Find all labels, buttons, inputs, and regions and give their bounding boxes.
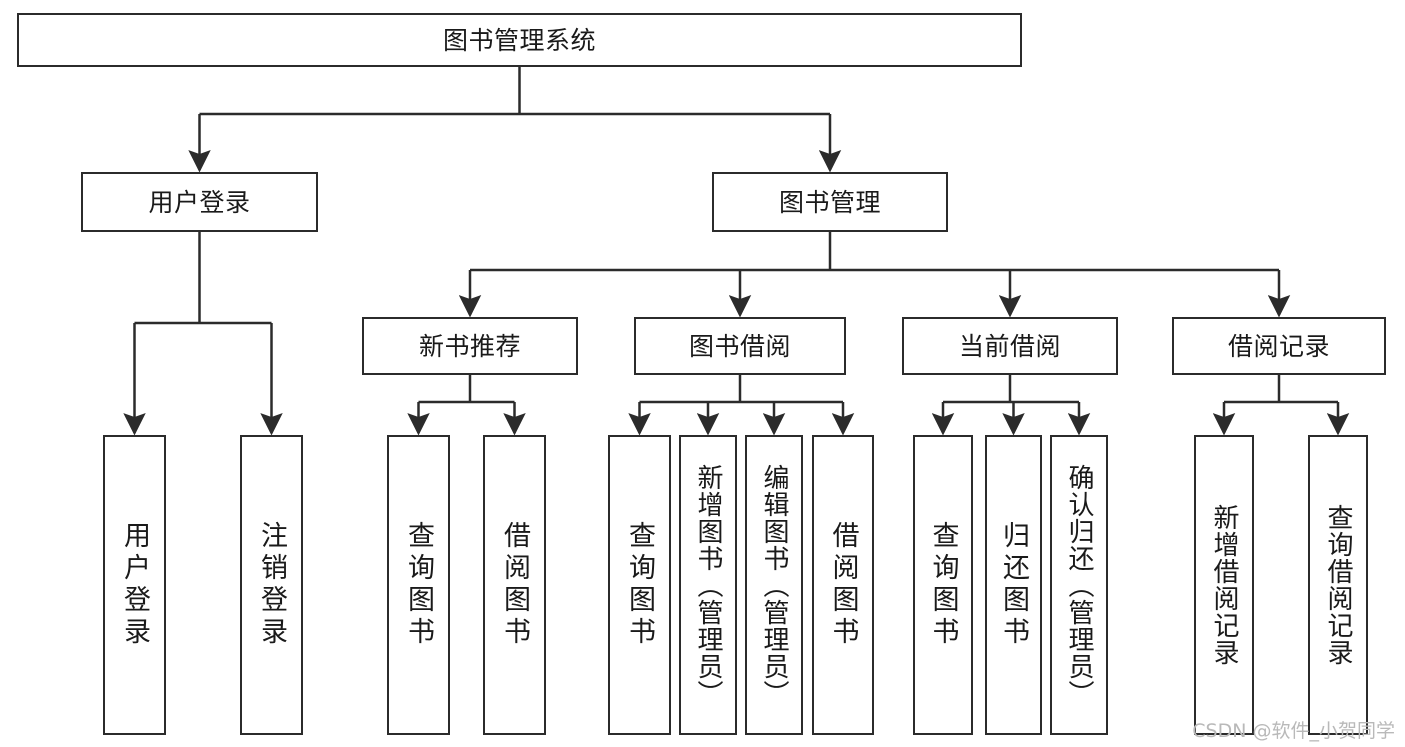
node-label: 新增借阅记录 <box>1209 504 1239 666</box>
node-leaf-query-3[interactable]: 查询图书 <box>913 435 973 735</box>
node-book-borrow[interactable]: 图书借阅 <box>634 317 846 375</box>
edges-group <box>123 67 1350 436</box>
node-label: 当前借阅 <box>958 331 1061 361</box>
node-borrow-record[interactable]: 借阅记录 <box>1172 317 1386 375</box>
node-new-book-rec[interactable]: 新书推荐 <box>362 317 578 375</box>
node-label: 借阅图书 <box>827 521 859 649</box>
node-book-manage[interactable]: 图书管理 <box>712 172 948 232</box>
node-label: 图书管理系统 <box>442 25 596 55</box>
node-label: 新增图书（管理员） <box>693 463 723 707</box>
node-leaf-add-book[interactable]: 新增图书（管理员） <box>679 435 737 735</box>
node-label: 借阅图书 <box>499 521 530 649</box>
node-leaf-user-login[interactable]: 用户登录 <box>103 435 166 735</box>
node-leaf-query-2[interactable]: 查询图书 <box>608 435 671 735</box>
node-label: 图书借阅 <box>688 331 791 361</box>
node-leaf-edit-book[interactable]: 编辑图书（管理员） <box>745 435 803 735</box>
node-leaf-borrow-1[interactable]: 借阅图书 <box>483 435 546 735</box>
node-user-login[interactable]: 用户登录 <box>81 172 318 232</box>
node-leaf-add-rec[interactable]: 新增借阅记录 <box>1194 435 1254 735</box>
node-label: 查询图书 <box>624 521 655 649</box>
node-label: 用户登录 <box>119 521 150 649</box>
node-leaf-borrow-2[interactable]: 借阅图书 <box>812 435 874 735</box>
node-label: 归还图书 <box>998 521 1029 649</box>
node-label: 查询借阅记录 <box>1323 504 1353 666</box>
node-label: 用户登录 <box>148 187 251 217</box>
node-leaf-confirm[interactable]: 确认归还（管理员） <box>1050 435 1108 735</box>
node-label: 确认归还（管理员） <box>1064 463 1094 707</box>
node-label: 查询图书 <box>403 521 434 649</box>
node-label: 注销登录 <box>256 521 287 649</box>
node-label: 编辑图书（管理员） <box>759 463 789 707</box>
node-leaf-query-1[interactable]: 查询图书 <box>387 435 450 735</box>
node-leaf-logout[interactable]: 注销登录 <box>240 435 303 735</box>
node-label: 新书推荐 <box>418 331 521 361</box>
node-label: 图书管理 <box>778 187 881 217</box>
node-leaf-return[interactable]: 归还图书 <box>985 435 1042 735</box>
node-leaf-query-rec[interactable]: 查询借阅记录 <box>1308 435 1368 735</box>
node-root[interactable]: 图书管理系统 <box>17 13 1022 67</box>
node-label: 查询图书 <box>927 521 959 649</box>
node-current-borrow[interactable]: 当前借阅 <box>902 317 1118 375</box>
node-label: 借阅记录 <box>1227 331 1330 361</box>
